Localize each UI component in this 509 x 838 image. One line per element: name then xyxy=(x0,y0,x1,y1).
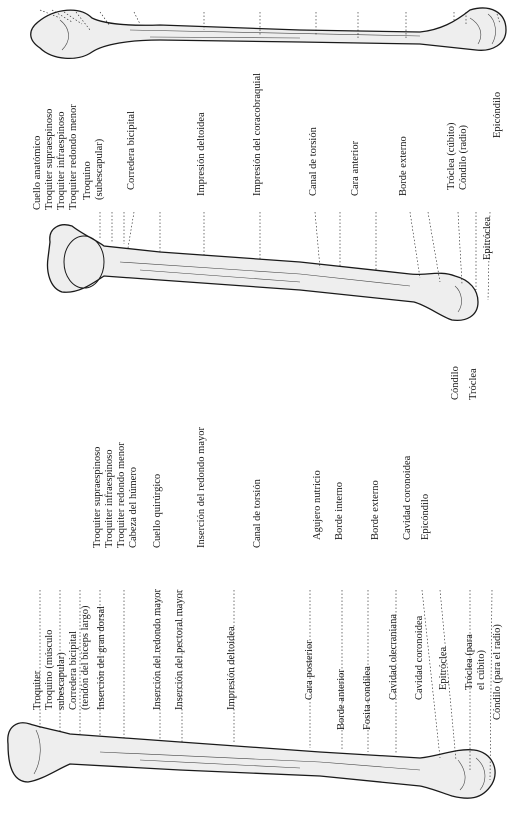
label-troquiter-redondo-menor-2: Troquiter redondo menor xyxy=(116,442,127,548)
label-condilo-para-radio: Cóndilo (para el radio) xyxy=(492,624,503,720)
label-epitroclea: Epitróclea xyxy=(482,217,493,260)
label-corredera-bicipital-2: Corredera bicipital xyxy=(68,631,79,710)
label-insercion-redondo-mayor: Inserción del redondo mayor xyxy=(196,426,207,548)
label-epicondilo: Epicóndilo xyxy=(492,92,503,138)
label-condilo-radio: Cóndilo (radio) xyxy=(458,124,469,190)
label-fosita-condilea: Fosita condílea xyxy=(362,666,373,730)
label-cabeza-del-humero: Cabeza del húmero xyxy=(128,467,139,548)
labels-posterior: Troquiter Troquino (músculo subescapular… xyxy=(32,588,503,730)
label-cara-posterior: Cara posterior xyxy=(304,640,315,700)
label-troquiter-infraespinoso: Troquiter infraespinoso xyxy=(56,112,67,210)
label-impresion-deltoidea-2: Impresión deltoidea xyxy=(226,626,237,710)
label-corredera-bicipital: Corredera bicipital xyxy=(126,111,137,190)
label-borde-interno: Borde interno xyxy=(334,482,345,540)
label-troquiter-infraespinoso-2: Troquiter infraespinoso xyxy=(104,450,115,548)
label-cuello-anatomico: Cuello anatómico xyxy=(32,136,43,210)
label-troquino-musculo: Troquino (músculo xyxy=(44,630,55,710)
label-impresion-deltoidea: Impresión deltoidea xyxy=(196,112,207,196)
label-cara-anterior: Cara anterior xyxy=(350,140,361,196)
label-troclea: Tróclea xyxy=(468,368,479,400)
label-troquiter-redondo-menor: Troquiter redondo menor xyxy=(68,104,79,210)
label-subescapular: (subescapular) xyxy=(94,138,105,200)
label-troquiter-supraespinoso-2: Troquiter supraespinoso xyxy=(92,447,103,548)
humerus-medial-view xyxy=(48,225,478,321)
label-impresion-coracobraquial: Impresión del coracobraquial xyxy=(252,73,263,196)
label-epitroclea-2: Epitróclea xyxy=(438,647,449,690)
label-borde-externo: Borde externo xyxy=(398,136,409,196)
label-agujero-nutricio: Agujero nutricio xyxy=(312,470,323,540)
label-borde-anterior: Borde anterior xyxy=(336,669,347,730)
label-insercion-gran-dorsal: Inserción del gran dorsal xyxy=(96,606,107,710)
label-canal-de-torsion-2: Canal de torsión xyxy=(252,478,263,548)
label-insercion-redondo-mayor-2: Inserción del redondo mayor xyxy=(152,588,163,710)
label-cuello-quirurgico: Cuello quirúrgico xyxy=(152,474,163,548)
label-condilo: Cóndilo xyxy=(450,366,461,400)
label-tendon-biceps-largo: (tendón del bíceps largo) xyxy=(80,605,91,710)
label-cavidad-coronoidea-2: Cavidad coronoidea xyxy=(414,615,425,700)
label-troquiter: Troquiter xyxy=(32,670,43,710)
leader-lines xyxy=(40,10,500,780)
label-cavidad-olecraniana: Cavidad olecraniana xyxy=(388,614,399,700)
label-insercion-pectoral-mayor: Inserción del pectoral mayor xyxy=(174,589,185,710)
label-canal-de-torsion: Canal de torsión xyxy=(308,126,319,196)
label-el-cubito: el cúbito) xyxy=(476,650,487,690)
label-troclea-para: Tróclea (para xyxy=(464,634,475,690)
label-troquino: Troquino xyxy=(82,161,93,200)
humerus-posterior-view xyxy=(8,723,495,798)
label-epicondilo-2: Epicóndilo xyxy=(420,494,431,540)
label-troclea-cubito: Tróclea (cúbito) xyxy=(446,122,457,190)
labels-anterior: Cuello anatómico Troquiter supraespinoso… xyxy=(32,73,503,210)
label-cavidad-coronoidea: Cavidad coronoidea xyxy=(402,455,413,540)
label-borde-externo-2: Borde externo xyxy=(370,480,381,540)
label-troquiter-supraespinoso: Troquiter supraespinoso xyxy=(44,109,55,210)
label-subescapular-2: subescapular) xyxy=(56,652,67,710)
humerus-anterior-view xyxy=(31,8,506,58)
